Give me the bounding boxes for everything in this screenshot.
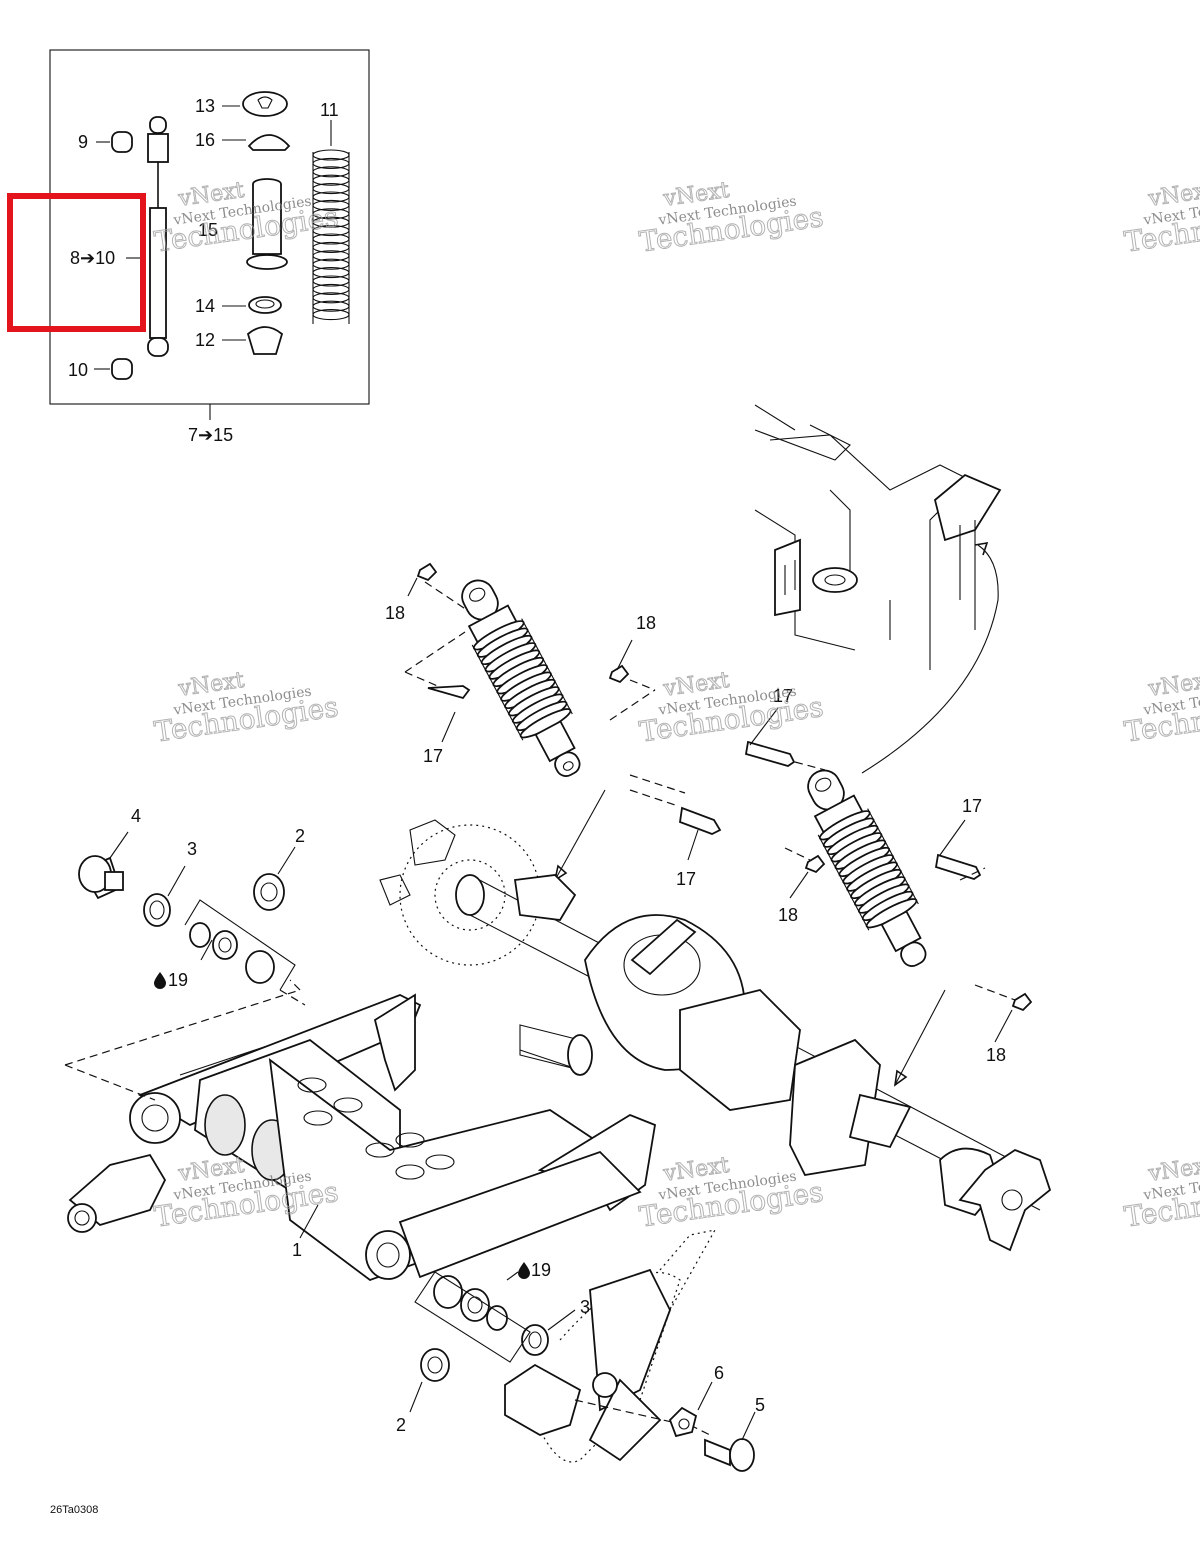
callout-12: 12	[195, 330, 215, 350]
callout-17-b: 17	[773, 686, 793, 706]
lubricant-19-b: 19	[518, 1260, 551, 1280]
bearing-stack-lower	[414, 1271, 549, 1382]
callout-17-c: 17	[676, 869, 696, 889]
lubricant-19-a: 19	[154, 970, 188, 990]
inset-shock-kit	[49, 49, 370, 420]
spring-seat-16	[222, 134, 291, 151]
callout-13: 13	[195, 96, 215, 116]
callout-4: 4	[131, 806, 141, 826]
highlight-box[interactable]	[7, 193, 146, 332]
callout-19-a: 19	[168, 970, 188, 990]
callout-18-b: 18	[636, 613, 656, 633]
callout-5: 5	[755, 1395, 765, 1415]
callout-3-b: 3	[580, 1297, 590, 1317]
cup-12	[222, 326, 284, 355]
axle-assembly	[379, 819, 1052, 1252]
callout-15: 15	[198, 220, 218, 240]
frame-detail	[754, 404, 1002, 774]
bushing-10	[94, 358, 133, 380]
callout-6: 6	[714, 1363, 724, 1383]
bushing-9	[96, 131, 133, 153]
ring-14	[222, 296, 282, 314]
spring-11	[312, 120, 350, 324]
callout-1: 1	[292, 1240, 302, 1260]
callout-18-a: 18	[385, 603, 405, 623]
callout-18-c: 18	[778, 905, 798, 925]
callout-17-a: 17	[423, 746, 443, 766]
bearing-stack-left	[78, 855, 306, 1006]
retainer-13	[222, 91, 288, 117]
sleeve-15	[246, 178, 288, 270]
callout-9: 9	[78, 132, 88, 152]
frame-lower	[504, 1229, 755, 1472]
grease-drop-icon	[154, 972, 166, 989]
callout-17-d: 17	[962, 796, 982, 816]
callout-19-b: 19	[531, 1260, 551, 1280]
callout-11: 11	[320, 100, 339, 120]
callout-10: 10	[68, 360, 88, 380]
callout-2-b: 2	[396, 1415, 406, 1435]
callout-8-10[interactable]: 8➔10	[70, 248, 115, 268]
callout-3-a: 3	[187, 839, 197, 859]
grease-drop-icon	[518, 1262, 530, 1279]
swing-arm	[64, 979, 657, 1282]
callout-14: 14	[195, 296, 215, 316]
inset-shock-body	[147, 116, 169, 357]
callout-16: 16	[195, 130, 215, 150]
shock-left	[404, 562, 722, 882]
callout-2-a: 2	[295, 826, 305, 846]
callout-7-15: 7➔15	[188, 425, 233, 445]
shock-right	[744, 740, 1033, 1087]
callout-leaders	[109, 577, 1013, 1441]
callout-labels: 13 16 11 9 15 8➔10 14 12 10 7➔15 18 18 1…	[50, 96, 1006, 1516]
diagram-code: 26Ta0308	[50, 1504, 98, 1516]
callout-18-d: 18	[986, 1045, 1006, 1065]
